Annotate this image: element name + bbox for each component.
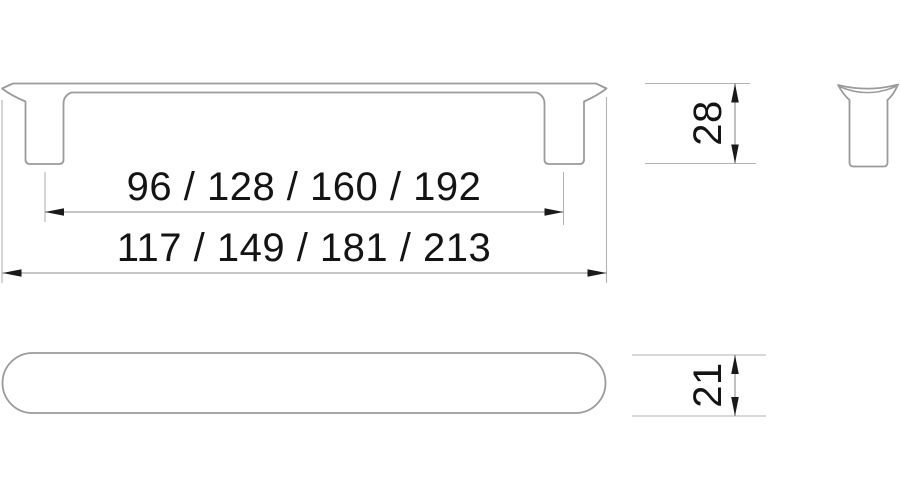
arrow-right-icon — [544, 208, 564, 216]
arrow-down-icon — [731, 144, 739, 164]
dim-depth — [632, 354, 766, 417]
hole-spacing-label: 96 / 128 / 160 / 192 — [126, 165, 482, 209]
arrow-down-icon — [731, 397, 739, 416]
dim-hole-spacing — [44, 172, 565, 225]
bottom-view-outline — [1, 352, 607, 414]
front-view-outline — [1, 82, 608, 165]
dim-height — [645, 82, 756, 165]
bottom-view — [1, 352, 607, 414]
height-label: 28 — [686, 100, 730, 146]
side-view-saddle-edge — [839, 85, 897, 94]
front-view — [1, 82, 608, 165]
arrow-left-icon — [45, 208, 64, 216]
depth-label: 21 — [686, 362, 730, 408]
arrow-left-icon — [2, 269, 22, 277]
overall-length-label: 117 / 149 / 181 / 213 — [116, 226, 492, 270]
dim-overall-length — [1, 97, 608, 283]
side-view — [837, 83, 899, 168]
side-view-outline — [837, 83, 899, 168]
arrow-up-icon — [731, 83, 739, 103]
arrow-up-icon — [731, 355, 739, 374]
arrow-right-icon — [587, 269, 607, 277]
